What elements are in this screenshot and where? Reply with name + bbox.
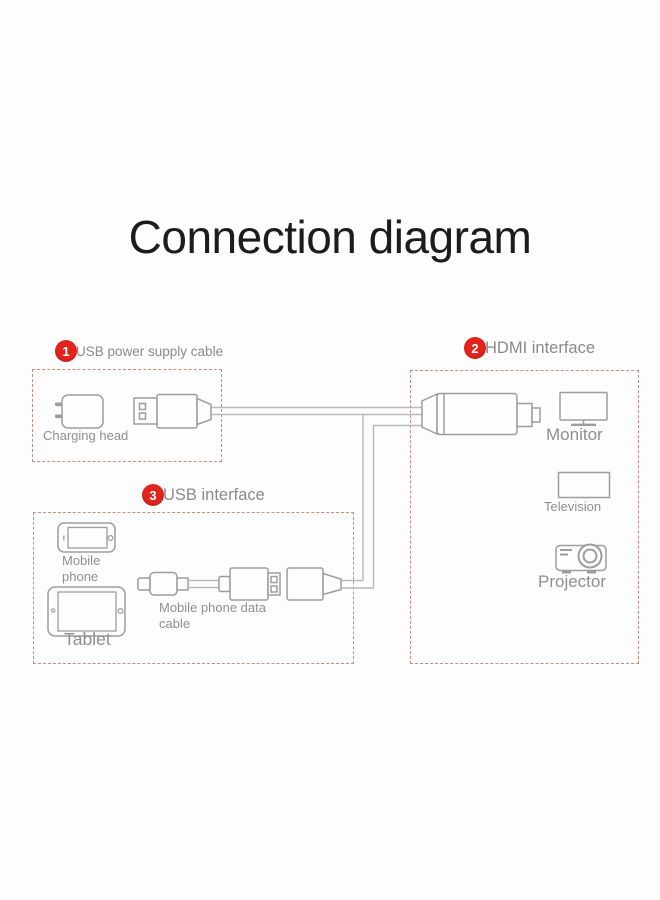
usb-female-connector-icon [286, 567, 342, 601]
power-section-header: 1 USB power supply cable [55, 340, 223, 362]
projector-label: Projector [538, 572, 607, 591]
badge-1: 1 [55, 340, 77, 362]
monitor-label: Monitor [546, 425, 603, 444]
data-cable-icon [137, 567, 281, 601]
charging-head-label: Charging head [43, 428, 129, 443]
television-icon [557, 471, 611, 499]
power-section-label: USB power supply cable [76, 343, 224, 359]
mobile-phone-label: Mobile phone [62, 553, 101, 584]
charging-head-icon [55, 394, 104, 429]
tablet-label: Tablet [64, 629, 111, 649]
usb-section-label: USB interface [163, 485, 265, 504]
hdmi-section-header: 2 HDMI interface [464, 337, 595, 359]
power-section-box [32, 369, 222, 462]
hdmi-section-label: HDMI interface [485, 338, 596, 357]
usb-plug-icon [133, 393, 212, 429]
usb-branch-cable [341, 414, 422, 589]
monitor-icon [559, 391, 608, 426]
page-title: Connection diagram [128, 211, 532, 263]
badge-3: 3 [142, 484, 164, 506]
data-cable-label: Mobile phone data cable [159, 600, 266, 631]
power-cable [211, 406, 423, 416]
television-label: Television [544, 499, 602, 514]
tablet-icon [47, 586, 126, 637]
usb-section-header: 3 USB interface [142, 484, 265, 506]
hdmi-section-box [410, 370, 639, 664]
hdmi-connector-icon [421, 392, 541, 436]
badge-2: 2 [464, 337, 486, 359]
projector-icon [555, 543, 607, 574]
mobile-phone-icon [57, 522, 116, 553]
